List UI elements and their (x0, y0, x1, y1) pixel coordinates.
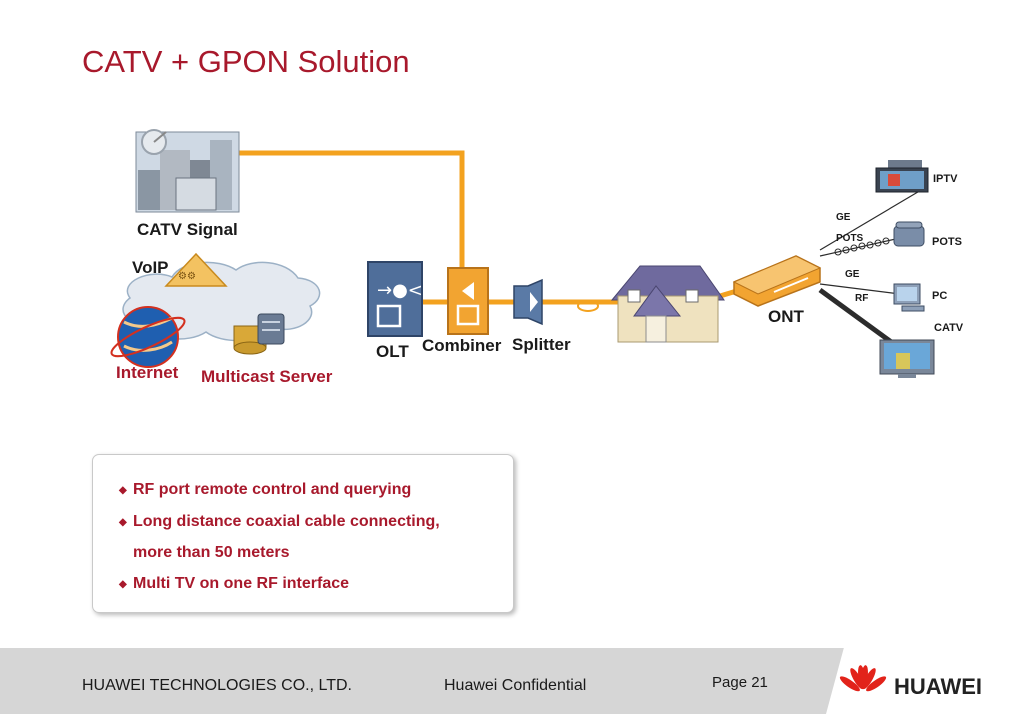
internet-globe-icon (110, 306, 186, 368)
ge-link-pc (819, 283, 901, 295)
ont-label: ONT (768, 307, 804, 326)
diamond-bullet-icon: ◆ (119, 579, 127, 590)
footer-company: HUAWEI TECHNOLOGIES CO., LTD. (82, 677, 352, 694)
fiber-catv-to-combiner (237, 150, 465, 273)
iptv-label: IPTV (933, 173, 958, 185)
huawei-logo-icon (839, 665, 887, 692)
pots-link-label: POTS (836, 233, 864, 244)
fiber-loop-icon (577, 300, 599, 312)
internet-label: Internet (116, 363, 179, 382)
feature-item-continuation: more than 50 meters (133, 544, 290, 561)
feature-item: ◆Long distance coaxial cable connecting, (119, 513, 440, 530)
pots-link (819, 237, 901, 257)
footer-confidential: Huawei Confidential (444, 677, 587, 694)
splitter-device-icon (513, 278, 543, 326)
ge-link-label-2: GE (845, 269, 860, 280)
phone-icon (893, 221, 925, 247)
pots-coil-icon (834, 237, 890, 256)
huawei-logo-text: HUAWEI (894, 674, 982, 699)
diamond-bullet-icon: ◆ (119, 485, 127, 496)
page-number: Page 21 (712, 674, 768, 691)
voip-label: VoIP (132, 258, 169, 277)
catv-signal-label: CATV Signal (137, 220, 238, 239)
multicast-server-icon (233, 313, 285, 355)
feature-item: ◆Multi TV on one RF interface (119, 575, 350, 592)
ont-device-icon (732, 255, 822, 307)
olt-device-icon: →●< (367, 261, 423, 337)
features-box: ◆RF port remote control and querying ◆Lo… (92, 454, 514, 613)
feature-item: ◆RF port remote control and querying (119, 481, 412, 498)
ge-link-label: GE (836, 212, 851, 223)
combiner-label: Combiner (422, 336, 502, 355)
slide-title: CATV + GPON Solution (82, 44, 410, 79)
olt-label: OLT (376, 342, 409, 361)
svg-text:→●<: →●< (377, 280, 423, 301)
ont-links (818, 185, 929, 347)
pc-label: PC (932, 290, 948, 302)
pots-device-label: POTS (932, 236, 962, 248)
iptv-set-icon (875, 160, 929, 193)
ge-link-iptv (819, 185, 929, 251)
combiner-device-icon (447, 267, 489, 335)
diamond-bullet-icon: ◆ (119, 517, 127, 528)
rf-link-catv (818, 287, 896, 347)
multicast-server-label: Multicast Server (201, 367, 333, 386)
voip-gateway-icon: ⚙⚙ (164, 252, 228, 287)
pc-icon (893, 283, 925, 312)
svg-text:⚙⚙: ⚙⚙ (178, 271, 196, 282)
splitter-label: Splitter (512, 335, 571, 354)
tv-icon (879, 339, 935, 378)
rf-link-label: RF (855, 293, 869, 304)
catv-signal-building-icon (135, 129, 240, 213)
house-icon (610, 265, 725, 343)
catv-device-label: CATV (934, 322, 964, 334)
